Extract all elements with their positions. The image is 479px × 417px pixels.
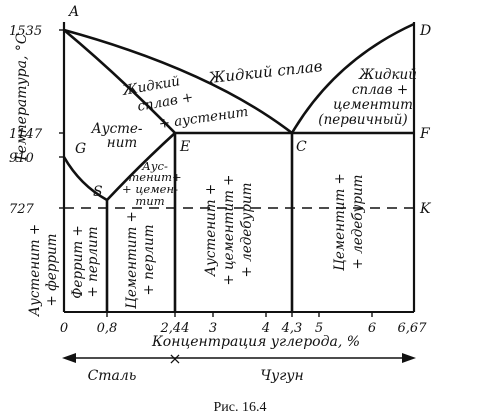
y-tick-1535: 1535 (9, 24, 42, 39)
point-A: A (67, 4, 79, 20)
x-tick-5: 5 (315, 321, 323, 336)
region-liquid-cementite: Жидкий сплав + цементит (первичный) (318, 67, 417, 128)
cast-iron-label: Чугун (260, 368, 303, 384)
region-ferrite-pearlite: Феррит + + перлит (70, 225, 101, 299)
divider-mark: × (168, 349, 181, 368)
arrow-left-head (62, 353, 76, 363)
region-liquid: Жидкий сплав (207, 57, 324, 87)
svg-text:Цементит +: Цементит + (124, 211, 140, 309)
point-C: C (296, 139, 307, 155)
point-G: G (75, 141, 86, 157)
x-tick-3: 3 (209, 321, 217, 336)
point-F: F (419, 126, 431, 142)
region-cementite-pearlite: Цементит + + перлит (124, 211, 157, 309)
solidus-AE (63, 29, 176, 134)
svg-text:сплав +: сплав + (352, 82, 408, 98)
region-cementite-ledeburite: Цементит + + ледебурит (332, 173, 366, 271)
svg-text:тенит+: тенит+ (128, 170, 181, 184)
y-tick-727: 727 (9, 202, 35, 217)
x-tick-0-8: 0,8 (97, 321, 118, 336)
svg-text:+ ледебурит: + ледебурит (350, 175, 366, 270)
svg-text:нит: нит (107, 135, 137, 151)
region-austenite: Аусте- нит (91, 121, 143, 151)
svg-text:+ цемен-: + цемен- (122, 182, 178, 196)
point-S: S (93, 184, 103, 200)
svg-text:Аустенит +: Аустенит + (27, 224, 43, 317)
svg-text:Феррит +: Феррит + (70, 225, 86, 299)
x-tick-6: 6 (368, 321, 376, 336)
svg-text:Цементит +: Цементит + (332, 173, 348, 271)
point-K: K (419, 201, 432, 217)
svg-text:+ феррит: + феррит (44, 234, 60, 307)
svg-text:+ перлит: + перлит (141, 224, 157, 295)
region-austenite-cementite-ledeburite: Аустенит + + цементит + + ледебурит (203, 175, 255, 286)
x-tick-6-67: 6,67 (398, 321, 428, 336)
svg-text:+ перлит: + перлит (85, 226, 101, 297)
x-tick-4: 4 (261, 321, 270, 336)
svg-text:цементит: цементит (333, 97, 413, 113)
diagram-lines (59, 22, 416, 359)
y-axis-label: Температура, °С (14, 33, 30, 162)
x-axis-label: Концентрация углерода, % (151, 334, 360, 350)
liquidus-CD (290, 22, 415, 134)
svg-text:Аусте-: Аусте- (91, 121, 143, 137)
point-E: E (179, 139, 190, 155)
region-austenite-ferrite: Аустенит + + феррит (27, 224, 60, 317)
line-ES (106, 132, 176, 201)
svg-text:Аус-: Аус- (141, 159, 168, 173)
x-tick-0: 0 (60, 321, 68, 336)
svg-text:(первичный): (первичный) (318, 112, 407, 128)
point-D: D (419, 23, 431, 39)
figure-caption: Рис. 16.4 (214, 400, 267, 415)
svg-text:Жидкий: Жидкий (358, 67, 417, 83)
svg-text:тит: тит (135, 194, 164, 208)
line-GS (62, 156, 108, 202)
x-tick-2-44: 2,44 (160, 321, 190, 336)
svg-text:Аустенит +: Аустенит + (203, 184, 219, 277)
steel-label: Сталь (88, 368, 137, 384)
region-austenite-cementite: Аус- тенит+ + цемен- тит (122, 159, 182, 208)
y-tick-910: 910 (9, 151, 34, 166)
arrow-right-head (402, 353, 416, 363)
x-tick-4-3: 4,3 (281, 321, 303, 336)
svg-text:+ ледебурит: + ледебурит (239, 183, 255, 278)
svg-text:+ цементит +: + цементит + (221, 175, 237, 286)
liquidus-AC (63, 28, 293, 135)
y-tick-1147: 1147 (9, 127, 43, 142)
